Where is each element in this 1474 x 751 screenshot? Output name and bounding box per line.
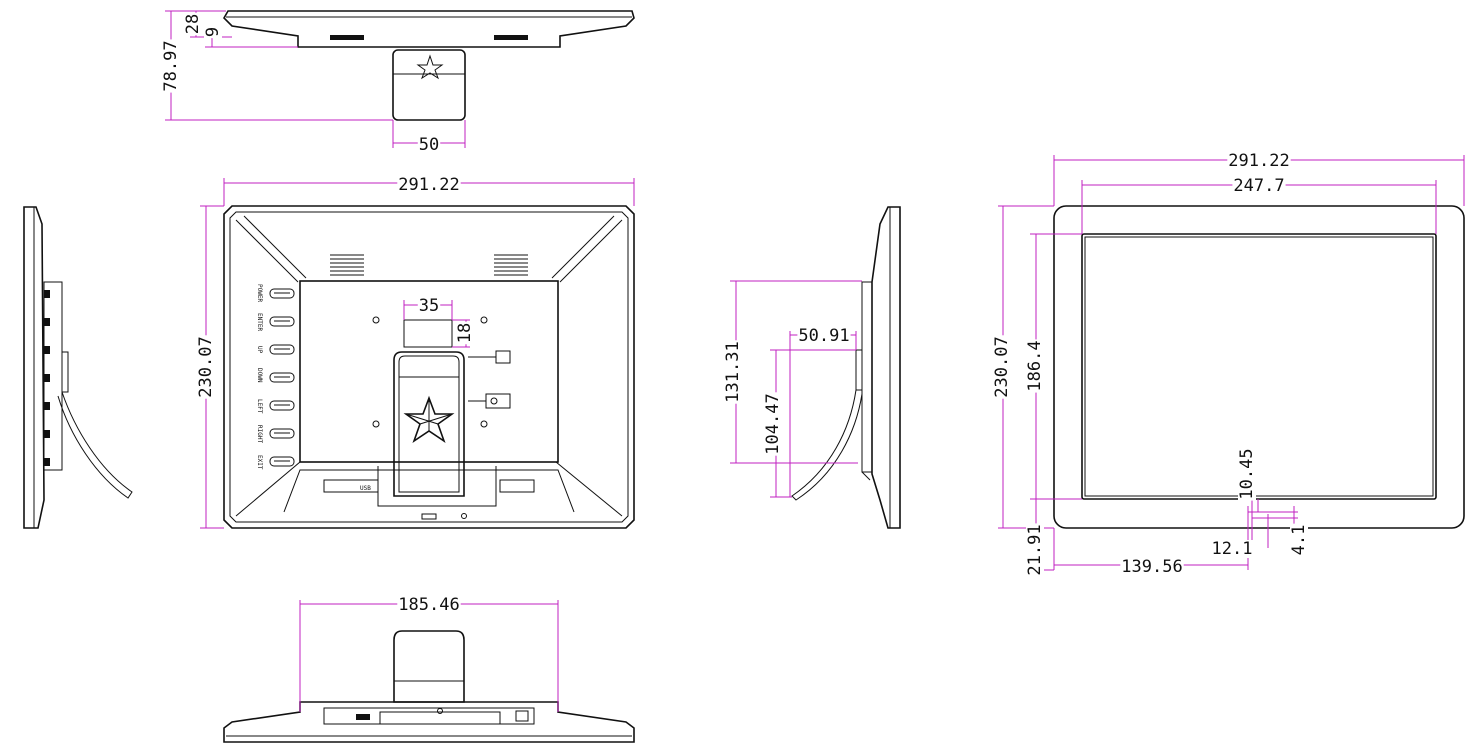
button-up <box>269 344 295 355</box>
dim-connector-offset: 139.56 <box>1121 557 1182 577</box>
dim-depth: 78.97 <box>161 40 181 91</box>
dim-mount-width: 35 <box>419 296 439 316</box>
dim-bezel: 9 <box>203 27 223 37</box>
dim-connector-width: 12.1 <box>1212 539 1253 559</box>
button-power <box>269 288 295 299</box>
button-label-left: LEFT <box>256 399 263 414</box>
button-enter <box>269 316 295 327</box>
dim-screen-height: 186.4 <box>1025 340 1045 391</box>
button-label-down: DOWN <box>256 368 263 383</box>
button-exit <box>269 456 295 467</box>
button-label-right: RIGHT <box>256 425 263 443</box>
button-left <box>269 400 295 411</box>
left-side-view <box>23 206 133 529</box>
dim-connector-gap: 10.45 <box>1237 448 1257 499</box>
dim-mount-height: 18 <box>455 323 475 343</box>
dim-frame: 28 <box>183 14 203 34</box>
dim-screen-width: 247.7 <box>1233 176 1284 196</box>
button-column: POWER ENTER UP DOWN LEFT RIGHT EXIT <box>256 284 295 470</box>
dim-front-width: 291.22 <box>1228 151 1289 171</box>
dim-back-width: 291.22 <box>398 175 459 195</box>
button-down <box>269 372 295 383</box>
dim-stand-width: 50 <box>419 135 439 155</box>
vent-right <box>494 254 528 276</box>
back-view: USB POWER ENTER UP DOWN LEFT RIGHT EXIT <box>196 175 635 529</box>
right-side-view: 131.31 50.91 104.47 <box>723 206 901 529</box>
button-right <box>269 428 295 439</box>
button-label-up: UP <box>256 346 263 354</box>
vent-left <box>330 254 364 276</box>
dim-stand-depth: 50.91 <box>798 326 849 346</box>
dim-bottom-border: 21.91 <box>1025 524 1045 575</box>
dim-stand-height: 131.31 <box>723 341 743 402</box>
dim-front-height: 230.07 <box>992 336 1012 397</box>
button-label-enter: ENTER <box>256 313 263 331</box>
dim-hinge-height: 104.47 <box>763 393 783 454</box>
top-view: 78.97 28 9 50 <box>161 10 635 155</box>
button-label-exit: EXIT <box>256 455 263 470</box>
dim-bottom-width: 185.46 <box>398 595 459 615</box>
button-label-power: POWER <box>256 284 263 302</box>
dim-connector-height: 4.1 <box>1289 525 1309 556</box>
bottom-view: 185.46 <box>223 595 635 743</box>
usb-port-label: USB <box>360 485 371 492</box>
dim-back-height: 230.07 <box>196 336 216 397</box>
front-view: 291.22 247.7 230.07 186.4 21.91 139.56 1… <box>992 151 1465 577</box>
